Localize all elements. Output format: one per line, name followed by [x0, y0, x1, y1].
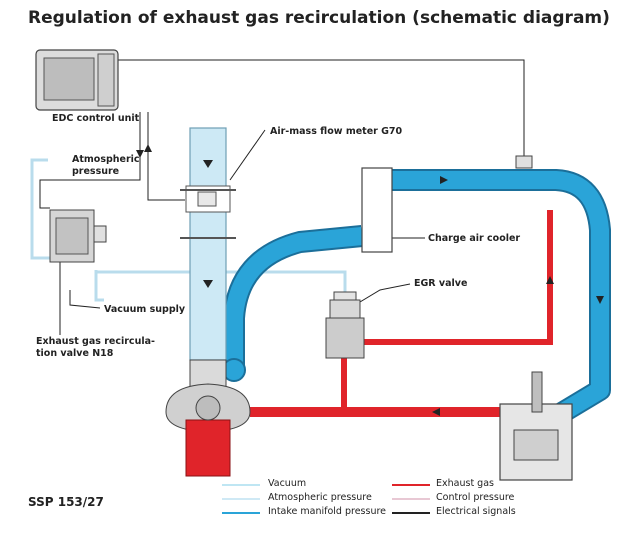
page-title: Regulation of exhaust gas recirculation …: [28, 8, 610, 28]
exhaust-gas-recirculation-valve-n18: [49, 209, 107, 263]
legend-swatch-electrical: [392, 512, 430, 514]
label-charge-air-cooler: Charge air cooler: [428, 233, 521, 244]
down-arrow-icon: [596, 296, 604, 304]
legend-label-control: Control pressure: [436, 492, 515, 503]
pressure-sensor: [515, 155, 533, 169]
legend-swatch-exhaust: [392, 484, 430, 486]
up-arrow-icon: [546, 276, 554, 284]
intake-manifold-pressure-pipes: [223, 169, 611, 424]
engine-cylinder: [499, 371, 573, 481]
legend-label-atmospheric: Atmospheric pressure: [268, 492, 372, 503]
label-pressure: pressure: [72, 166, 120, 177]
label-egr-valve: EGR valve: [414, 278, 468, 289]
turbocharger: [165, 359, 251, 477]
right-arrow-icon: [440, 176, 448, 184]
label-atmospheric: Atmospheric: [72, 154, 140, 165]
legend-swatch-atmospheric: [222, 498, 260, 500]
tube-flanges: [180, 189, 236, 239]
label-vacuum-supply: Vacuum supply: [104, 304, 186, 315]
legend-label-vacuum: Vacuum: [268, 478, 307, 489]
label-egr-valve-n18-line2: tion valve N18: [36, 348, 114, 359]
charge-air-cooler: [361, 167, 393, 253]
signal-arrowhead: [136, 150, 144, 158]
legend-label-intake: Intake manifold pressure: [268, 506, 387, 517]
ssp-reference: SSP 153/27: [28, 495, 104, 509]
legend-swatch-intake: [222, 512, 260, 514]
legend-label-exhaust: Exhaust gas: [436, 478, 494, 489]
legend-swatch-vacuum: [222, 484, 260, 486]
legend-label-electrical: Electrical signals: [436, 506, 516, 517]
left-arrow-icon: [432, 408, 440, 416]
egr-valve: [325, 291, 365, 359]
down-arrow-icon: [203, 160, 213, 288]
exhaust-gas-pipes: [250, 210, 553, 417]
label-edc-control-unit: EDC control unit: [52, 113, 140, 124]
label-egr-valve-n18-line1: Exhaust gas recircula-: [36, 336, 155, 347]
edc-control-unit: [35, 49, 119, 111]
legend-swatch-control: [392, 498, 430, 500]
label-air-mass-flow-meter: Air-mass flow meter G70: [270, 126, 403, 137]
air-mass-sensor-element: [197, 191, 217, 207]
signal-arrowhead: [144, 144, 152, 152]
